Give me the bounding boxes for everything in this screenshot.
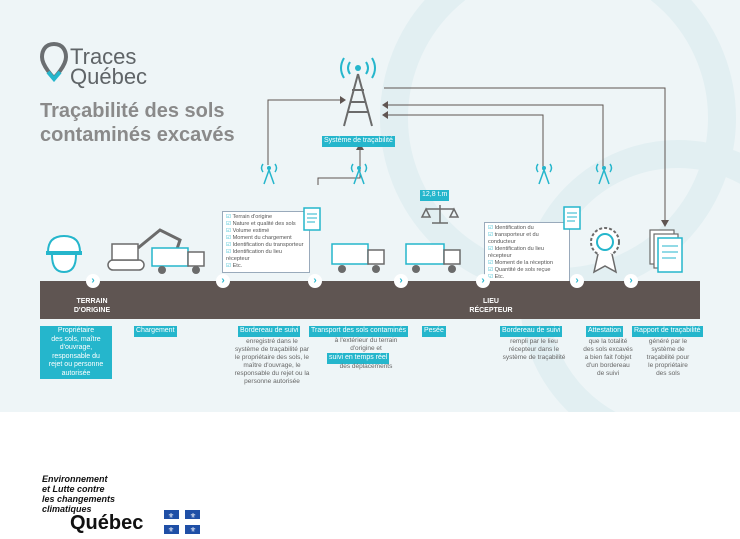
step-slip-desc: enregistré dans le système de traçabilit… (234, 338, 310, 385)
card-line: transporteur et du conducteur (488, 232, 566, 246)
ministry-name: Environnement et Lutte contre les change… (42, 474, 116, 514)
step-attestation-desc: que la totalité des sols excavés a bien … (583, 338, 633, 377)
dump-truck-icon (405, 243, 461, 273)
document-icon (303, 207, 321, 231)
step-owner-title: Propriétaire des sols, maître d'ouvrage,… (40, 326, 112, 379)
card-line: Quantité de sols reçue (488, 267, 566, 274)
arrow-right-icon: › (86, 274, 100, 288)
logo-line2: Québec (70, 64, 148, 89)
connector-lines (267, 87, 669, 227)
step-receiver-slip-desc: rempli par le lieu récepteur dans le sys… (502, 338, 566, 361)
info-card-origin: Terrain d'origine Nature et qualité des … (222, 211, 310, 273)
step-loading-title: Chargement (134, 326, 177, 337)
arrow-right-icon: › (308, 274, 322, 288)
antenna-icon (260, 163, 278, 185)
step-report-title: Rapport de traçabilité (632, 326, 703, 337)
card-line: Identification du lieu récepteur (226, 249, 306, 263)
step-transport-title2: suivi en temps réel (327, 353, 390, 364)
weight-label: 12,8 t.m (420, 190, 450, 201)
svg-text:⚜: ⚜ (190, 526, 196, 534)
card-line: Moment du chargement (226, 235, 306, 242)
antenna-icon (350, 163, 368, 185)
antenna-icon (535, 163, 553, 185)
card-line: Etc. (488, 274, 566, 281)
logo-line1: Traces (70, 44, 137, 69)
location-pin-icon (40, 42, 68, 82)
svg-text:⚜: ⚜ (168, 526, 174, 534)
tracking-system-label: Système de traçabilité (322, 136, 395, 147)
arrow-right-icon: › (394, 274, 408, 288)
step-receiver-slip-title: Bordereau de suivi (500, 326, 563, 337)
dump-truck-icon (331, 243, 385, 273)
arrow-right-icon: › (624, 274, 638, 288)
band-label-origin: TERRAIN D'ORIGINE (73, 298, 111, 314)
card-line: Volume estimé (226, 228, 306, 235)
process-band (40, 281, 700, 319)
info-card-receiver: Identification du transporteur et du con… (484, 222, 570, 284)
card-line: Identification du (488, 225, 566, 232)
scale-icon (420, 205, 460, 224)
card-line: Terrain d'origine (226, 214, 306, 221)
step-report-desc: généré par le système de traçabilité pou… (646, 338, 690, 377)
page-title-line1: Traçabilité des sols (40, 100, 225, 122)
page-title-line2: contaminés excavés (40, 124, 235, 146)
infographic-panel: Traces Québec Traçabilité des sols conta… (0, 0, 740, 412)
arrow-right-icon: › (570, 274, 584, 288)
card-line: Etc. (226, 263, 306, 270)
card-line: Identification du lieu récepteur (488, 246, 566, 260)
arrow-right-icon: › (476, 274, 490, 288)
document-icon (563, 206, 581, 230)
svg-text:⚜: ⚜ (168, 512, 174, 520)
step-attestation-title: Attestation (586, 326, 624, 337)
antenna-icon (595, 163, 613, 185)
dump-truck-icon (151, 247, 205, 274)
step-slip-title: Bordereau de suivi (238, 326, 301, 337)
step-transport-desc2: des déplacements (339, 363, 393, 370)
report-stack-icon (649, 229, 683, 273)
hard-hat-worker-icon (46, 234, 82, 274)
step-transport-desc: à l'extérieur du terrain d'origine et (334, 337, 398, 352)
card-line: Moment de la réception (488, 260, 566, 267)
card-line: Identification du transporteur (226, 242, 306, 249)
radio-tower-icon (340, 57, 376, 127)
band-label-receiver: LIEU RÉCEPTEUR (469, 298, 513, 314)
card-line: Nature et qualité des sols (226, 221, 306, 228)
svg-text:⚜: ⚜ (190, 512, 196, 520)
step-weighing-title: Pesée (422, 326, 446, 337)
arrow-right-icon: › (216, 274, 230, 288)
step-transport-title: Transport des sols contaminés (309, 326, 409, 337)
quebec-flag-icon: ⚜ ⚜ ⚜ ⚜ (164, 510, 200, 534)
award-seal-icon (590, 227, 620, 274)
government-wordmark: Québec (70, 512, 144, 534)
